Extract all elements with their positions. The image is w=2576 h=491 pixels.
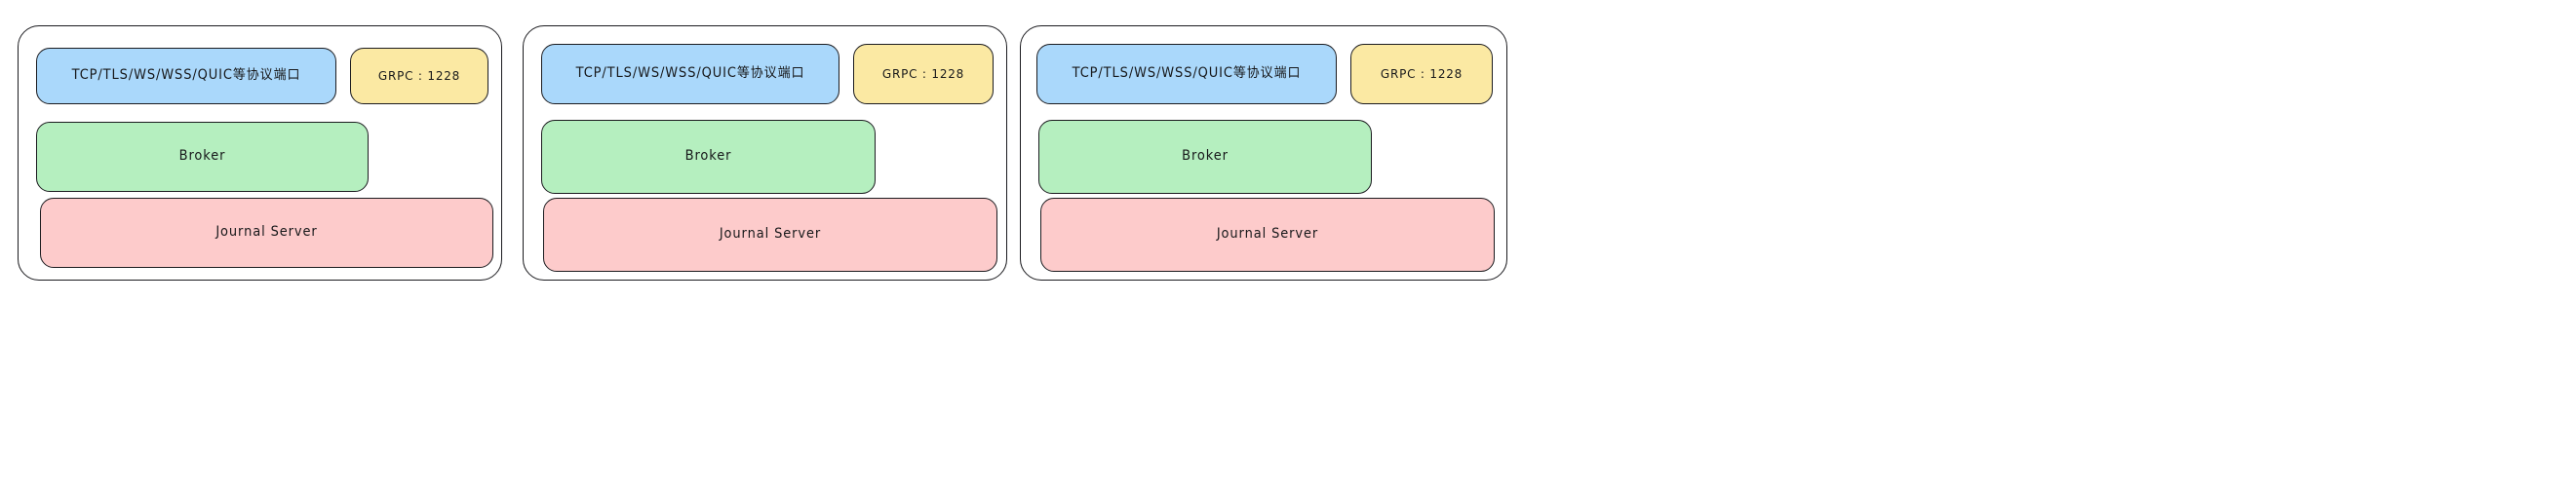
protocol-port-box-label: TCP/TLS/WS/WSS/QUIC等协议端口 — [575, 65, 805, 82]
journal-server-box-label: Journal Server — [719, 226, 822, 243]
grpc-box-label: GRPC : 1228 — [1380, 66, 1464, 82]
broker-box[interactable]: Broker — [541, 120, 876, 194]
journal-server-box[interactable]: Journal Server — [1040, 198, 1495, 272]
broker-box-label: Broker — [178, 148, 226, 165]
grpc-box[interactable]: GRPC : 1228 — [350, 48, 488, 104]
journal-server-box-label: Journal Server — [215, 224, 318, 241]
protocol-port-box[interactable]: TCP/TLS/WS/WSS/QUIC等协议端口 — [541, 44, 839, 104]
grpc-box-label: GRPC : 1228 — [881, 66, 965, 82]
journal-server-box[interactable]: Journal Server — [543, 198, 997, 272]
broker-box-label: Broker — [684, 148, 732, 165]
protocol-port-box-label: TCP/TLS/WS/WSS/QUIC等协议端口 — [1072, 65, 1302, 82]
grpc-box[interactable]: GRPC : 1228 — [853, 44, 994, 104]
broker-box-label: Broker — [1182, 148, 1229, 165]
broker-box[interactable]: Broker — [36, 122, 369, 192]
journal-server-box-label: Journal Server — [1216, 226, 1319, 243]
grpc-box[interactable]: GRPC : 1228 — [1350, 44, 1493, 104]
journal-server-box[interactable]: Journal Server — [40, 198, 493, 268]
broker-box[interactable]: Broker — [1038, 120, 1372, 194]
protocol-port-box-label: TCP/TLS/WS/WSS/QUIC等协议端口 — [71, 67, 301, 84]
grpc-box-label: GRPC : 1228 — [377, 68, 461, 84]
protocol-port-box[interactable]: TCP/TLS/WS/WSS/QUIC等协议端口 — [36, 48, 336, 104]
protocol-port-box[interactable]: TCP/TLS/WS/WSS/QUIC等协议端口 — [1036, 44, 1337, 104]
